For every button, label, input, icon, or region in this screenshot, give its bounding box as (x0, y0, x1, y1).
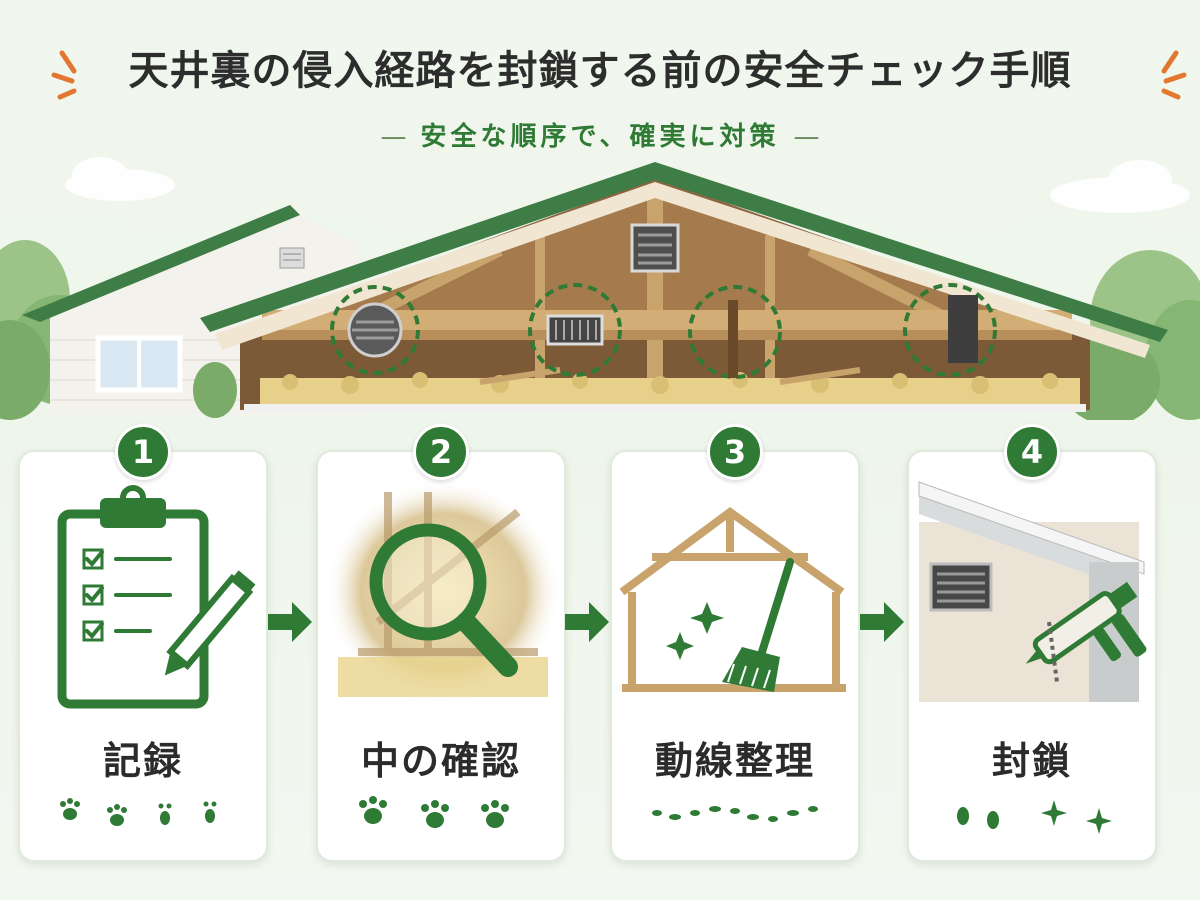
entry-point-marker-3 (688, 285, 782, 379)
subtitle-text: 安全な順序で、確実に対策 (420, 122, 780, 152)
title-accent: 安全チェック手順 (743, 48, 1072, 94)
step-number-2: 2 (413, 424, 469, 480)
step-label-4: 封鎖 (991, 739, 1072, 783)
step-label-2: 中の確認 (360, 739, 521, 783)
footprint-trail-icon (652, 806, 818, 822)
arrow-right-icon (565, 602, 609, 642)
subtitle-dash-right: — (793, 122, 820, 152)
attic-cross-section-illustration (0, 157, 1200, 420)
page-title: 天井裏の侵入経路を封鎖する前の安全チェック手順 (0, 38, 1200, 96)
accent-burst-right-icon (1161, 50, 1187, 100)
step-label-1: 記録 (102, 739, 183, 783)
entry-point-marker-2 (528, 283, 622, 377)
round-vent-icon (347, 302, 403, 358)
step-label-3: 動線整理 (654, 739, 815, 783)
paw-print-icon (60, 798, 217, 826)
magnifying-glass-icon (325, 480, 561, 704)
caulking-gun-icon (918, 481, 1147, 702)
subtitle-dash-left: — (380, 122, 407, 152)
accent-burst-left-icon (51, 50, 77, 100)
sparkle-icon (957, 800, 1112, 834)
step-card-1: 記録 (18, 450, 268, 862)
step-card-4: 封鎖 (907, 450, 1157, 862)
step-card-3: 動線整理 (610, 450, 860, 862)
entry-point-marker-1 (330, 285, 420, 375)
step-number-3: 3 (707, 424, 763, 480)
wall-gap (948, 295, 978, 363)
step-number-4: 4 (1004, 424, 1060, 480)
rect-vent-icon (546, 314, 604, 346)
arrow-right-icon (860, 602, 904, 642)
page-subtitle: — 安全な順序で、確実に対策 — (0, 116, 1200, 153)
broom-icon (619, 507, 846, 692)
arrow-right-icon (268, 602, 312, 642)
title-main: 天井裏の侵入経路を封鎖する前の (128, 48, 744, 94)
step-number-1: 1 (115, 424, 171, 480)
clipboard-checklist-icon (57, 485, 256, 709)
gap-post (728, 300, 738, 378)
entry-point-marker-4 (903, 283, 997, 377)
paw-print-icon (359, 796, 509, 828)
cloud-icon (65, 157, 1190, 213)
step-card-2: 中の確認 (316, 450, 566, 862)
